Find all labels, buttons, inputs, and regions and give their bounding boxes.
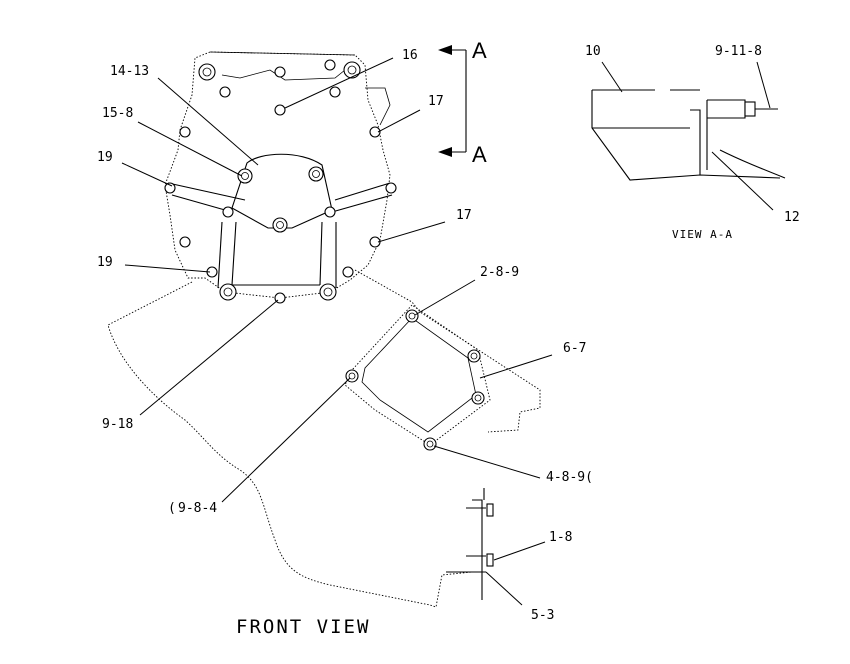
- bracket-detail: [446, 488, 494, 600]
- callout-1-8: 1-8: [549, 530, 572, 545]
- callout-17-mid: 17: [456, 208, 472, 223]
- callout-4-8-9: 4-8-9(: [546, 470, 593, 485]
- cover-plate: [164, 51, 391, 299]
- callout-9-18: 9-18: [102, 417, 133, 432]
- callout-12: 12: [784, 210, 800, 225]
- callout-19-bottom: 19: [97, 255, 113, 270]
- center-housing: [167, 153, 393, 289]
- side-cover: [344, 304, 491, 451]
- callout-9-11-8: 9-11-8: [715, 44, 762, 59]
- callout-17-top: 17: [428, 94, 444, 109]
- callout-6-7: 6-7: [563, 341, 586, 356]
- callout-14-13: 14-13: [110, 64, 149, 79]
- callout-15-8: 15-8: [102, 106, 133, 121]
- front-view-title: FRONT VIEW: [236, 616, 370, 638]
- front-bolts: [164, 59, 397, 304]
- callout-9-8-4: 9-8-4: [178, 501, 217, 516]
- leader-lines: [121, 57, 774, 606]
- callout-19-top: 19: [97, 150, 113, 165]
- view-aa-detail: [591, 89, 786, 181]
- callout-9-8-4-prefix: (: [168, 501, 176, 516]
- engine-outline: [107, 269, 541, 608]
- callout-2-8-9: 2-8-9: [480, 265, 519, 280]
- section-arrows: [438, 45, 467, 157]
- view-aa-title: VIEW A-A: [672, 228, 733, 241]
- callout-16: 16: [402, 48, 418, 63]
- callout-10: 10: [585, 44, 601, 59]
- section-marker-top: A: [472, 38, 487, 63]
- callout-5-3: 5-3: [531, 608, 554, 623]
- section-marker-bottom: A: [472, 142, 487, 167]
